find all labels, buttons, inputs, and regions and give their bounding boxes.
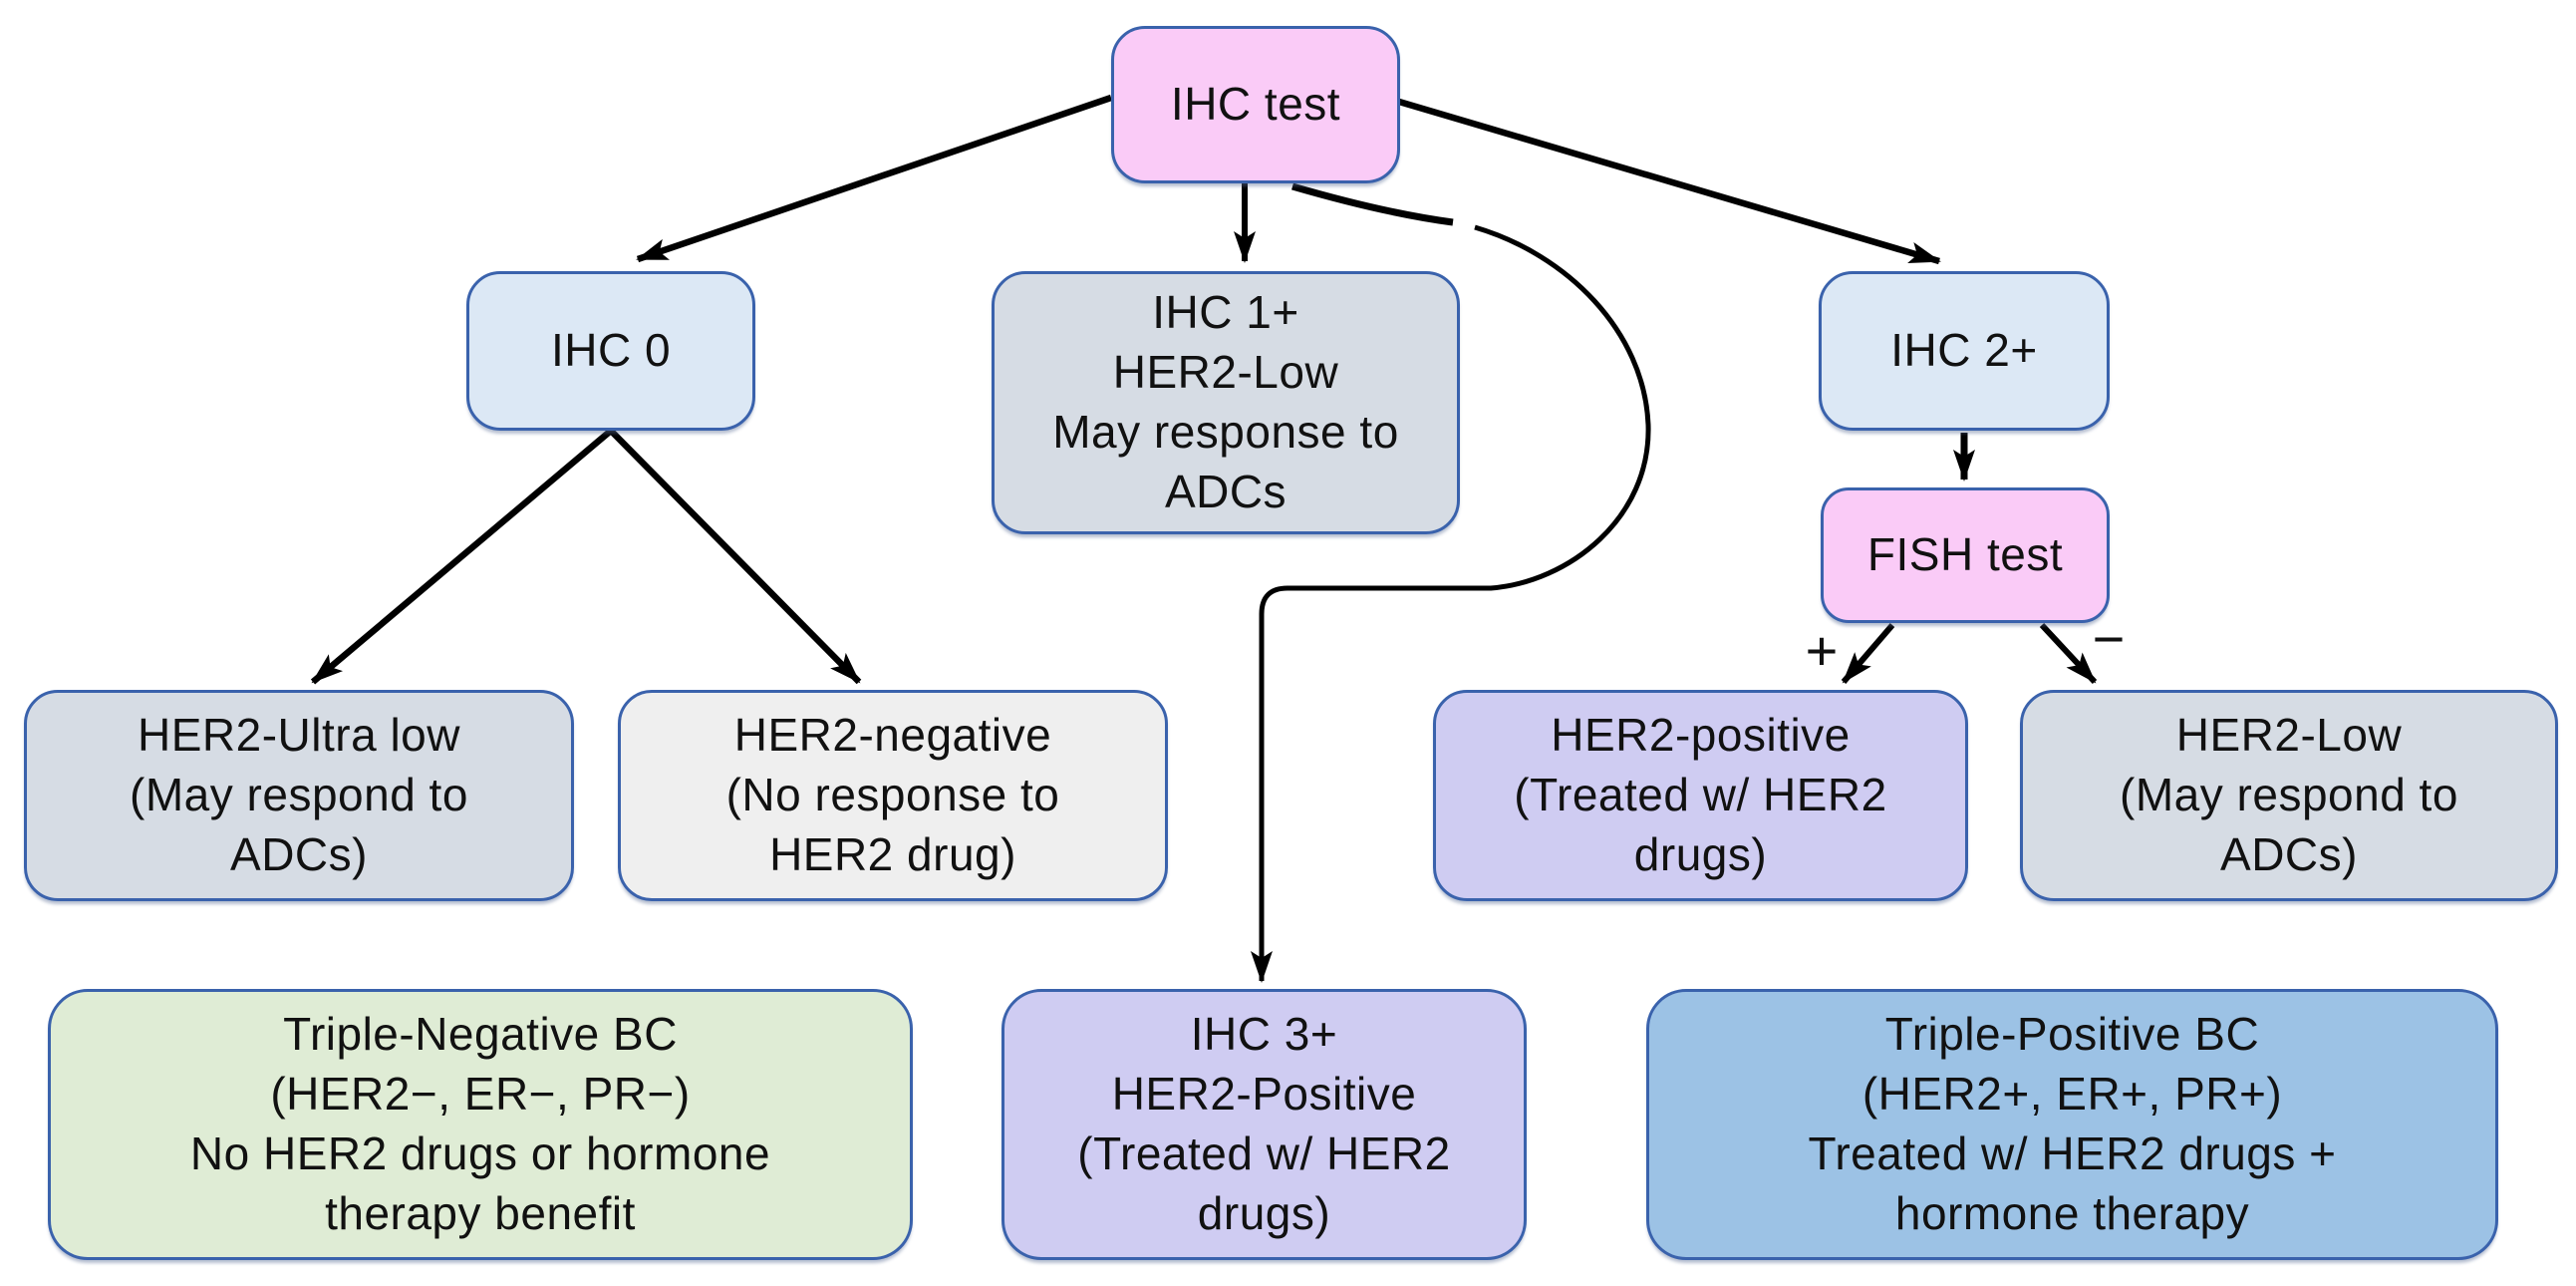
- node-ihc-1plus-label: IHC 1+ HER2-Low May response to ADCs: [1052, 286, 1399, 517]
- node-ihc-test: IHC test: [1111, 26, 1400, 183]
- edge-ihctest-to-ihc0: [636, 94, 1113, 263]
- node-ihc-0: IHC 0: [466, 271, 755, 431]
- node-her2-ultra-low: HER2-Ultra low (May respond to ADCs): [24, 690, 574, 901]
- edge-curve-to-ihc3plus: [1251, 224, 1651, 983]
- node-her2-positive: HER2-positive (Treated w/ HER2 drugs): [1433, 690, 1968, 901]
- node-triple-negative-bc-label: Triple-Negative BC (HER2−, ER−, PR−) No …: [189, 1008, 771, 1239]
- node-triple-positive-bc-label: Triple-Positive BC (HER2+, ER+, PR+) Tre…: [1808, 1008, 2337, 1239]
- edge-fish-to-her2low: [2039, 622, 2098, 685]
- node-ihc-0-label: IHC 0: [550, 324, 672, 377]
- edge-ihc0-to-ultralow: [310, 428, 614, 685]
- node-her2-positive-label: HER2-positive (Treated w/ HER2 drugs): [1514, 709, 1887, 880]
- node-fish-test: FISH test: [1821, 487, 2110, 623]
- node-her2-low: HER2-Low (May respond to ADCs): [2020, 690, 2558, 901]
- edge-ihctest-to-ihc2plus: [1398, 98, 1941, 265]
- node-her2-ultra-low-label: HER2-Ultra low (May respond to ADCs): [130, 709, 468, 880]
- node-ihc-2plus: IHC 2+: [1819, 271, 2110, 431]
- node-ihc-3plus-label: IHC 3+ HER2-Positive (Treated w/ HER2 dr…: [1077, 1008, 1451, 1239]
- edge-fish-to-positive: [1841, 623, 1895, 684]
- node-ihc-3plus: IHC 3+ HER2-Positive (Treated w/ HER2 dr…: [1002, 989, 1527, 1260]
- node-her2-negative-label: HER2-negative (No response to HER2 drug): [725, 709, 1060, 880]
- fish-negative-label: −: [2092, 607, 2126, 670]
- node-her2-low-label: HER2-Low (May respond to ADCs): [2120, 709, 2458, 880]
- node-her2-negative: HER2-negative (No response to HER2 drug): [618, 690, 1168, 901]
- fish-positive-label: +: [1805, 619, 1839, 682]
- node-triple-negative-bc: Triple-Negative BC (HER2−, ER−, PR−) No …: [48, 989, 913, 1260]
- node-triple-positive-bc: Triple-Positive BC (HER2+, ER+, PR+) Tre…: [1646, 989, 2498, 1260]
- node-ihc-2plus-label: IHC 2+: [1890, 324, 2038, 377]
- edge-curve-start-segment: [1291, 182, 1454, 226]
- node-ihc-1plus: IHC 1+ HER2-Low May response to ADCs: [992, 271, 1460, 534]
- edge-ihc0-to-negative: [608, 428, 862, 685]
- node-ihc-test-label: IHC test: [1170, 78, 1341, 131]
- node-fish-test-label: FISH test: [1866, 528, 2064, 581]
